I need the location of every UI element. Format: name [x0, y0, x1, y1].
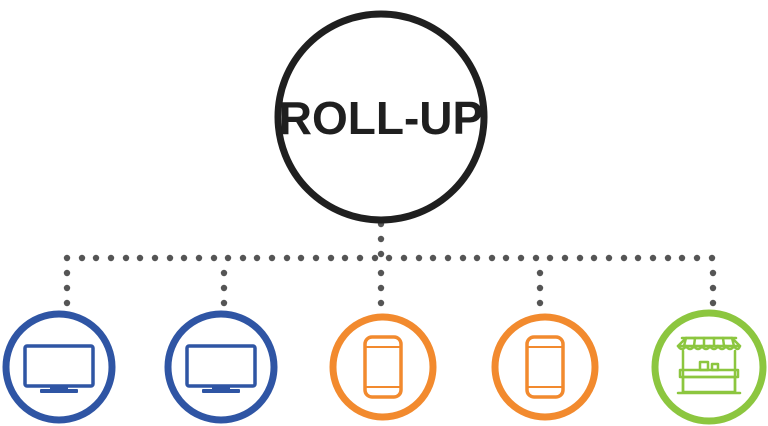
connector-dot [444, 254, 452, 262]
desktop-monitor-icon [23, 344, 95, 393]
connector-dot [283, 254, 291, 262]
connector-dot [92, 254, 100, 262]
connector-dot [693, 254, 701, 262]
connector-dot [166, 254, 174, 262]
connector-dot [536, 284, 544, 292]
connector-dot [536, 269, 544, 277]
connector-dot [459, 254, 467, 262]
desktop-monitor-icon [185, 344, 257, 393]
connector-dot [341, 254, 349, 262]
node-circle [329, 313, 437, 421]
connector-dot [590, 254, 598, 262]
connector-dot [649, 254, 657, 262]
connector-dot [220, 299, 228, 307]
connector-dot [385, 254, 393, 262]
channel-node-desktop-2 [164, 310, 278, 424]
connector-dot [605, 254, 613, 262]
connector-dot [517, 254, 525, 262]
storefront-icon [676, 336, 742, 395]
connector-dot [708, 254, 716, 262]
node-circle [164, 310, 278, 424]
connector-dot [63, 284, 71, 292]
connector-dot [78, 254, 86, 262]
connector-dot [429, 254, 437, 262]
connector-dot [63, 299, 71, 307]
connector-dot [709, 284, 717, 292]
connector-dot [312, 254, 320, 262]
connector-dot [371, 254, 379, 262]
connector-dot [136, 254, 144, 262]
connector-dot [546, 254, 554, 262]
node-circle [491, 313, 599, 421]
connector-dot [356, 254, 364, 262]
connector-dot [576, 254, 584, 262]
mobile-phone-icon [363, 335, 403, 399]
connector-dot [224, 254, 232, 262]
connector-dot [268, 254, 276, 262]
connector-dot [709, 299, 717, 307]
connector-dot [377, 250, 385, 258]
connector-dot [327, 254, 335, 262]
connector-dot [400, 254, 408, 262]
root-circle [274, 10, 488, 224]
connector-dot [664, 254, 672, 262]
connector-dot [239, 254, 247, 262]
connector-dot [253, 254, 261, 262]
connector-dot [377, 235, 385, 243]
connector-dot [709, 269, 717, 277]
connector-dot [532, 254, 540, 262]
connector-dot [415, 254, 423, 262]
channel-node-desktop-1 [2, 310, 116, 424]
root-label: ROLL-UP [279, 92, 483, 144]
connector-dot [297, 254, 305, 262]
connector-dot [488, 254, 496, 262]
connector-dot [634, 254, 642, 262]
connector-dot [220, 284, 228, 292]
connector-dot [151, 254, 159, 262]
connector-dot [536, 299, 544, 307]
connector-dot [195, 254, 203, 262]
connector-dot [63, 254, 71, 262]
channel-node-mobile-2 [491, 313, 599, 421]
connector-dot [377, 269, 385, 277]
connector-dot [678, 254, 686, 262]
connector-dot [473, 254, 481, 262]
connector-dot [377, 299, 385, 307]
connector-dot [63, 269, 71, 277]
connector-dot [107, 254, 115, 262]
channel-node-mobile-1 [329, 313, 437, 421]
dotted-connectors [63, 220, 717, 307]
connector-dot [620, 254, 628, 262]
connector-dot [561, 254, 569, 262]
mobile-phone-icon [525, 335, 565, 399]
node-circle [2, 310, 116, 424]
connector-dot [210, 254, 218, 262]
channel-node-store [651, 309, 767, 425]
connector-dot [377, 284, 385, 292]
connector-dot [122, 254, 130, 262]
connector-dot [220, 269, 228, 277]
root-node: ROLL-UP [274, 10, 488, 224]
connector-dot [502, 254, 510, 262]
connector-dot [180, 254, 188, 262]
